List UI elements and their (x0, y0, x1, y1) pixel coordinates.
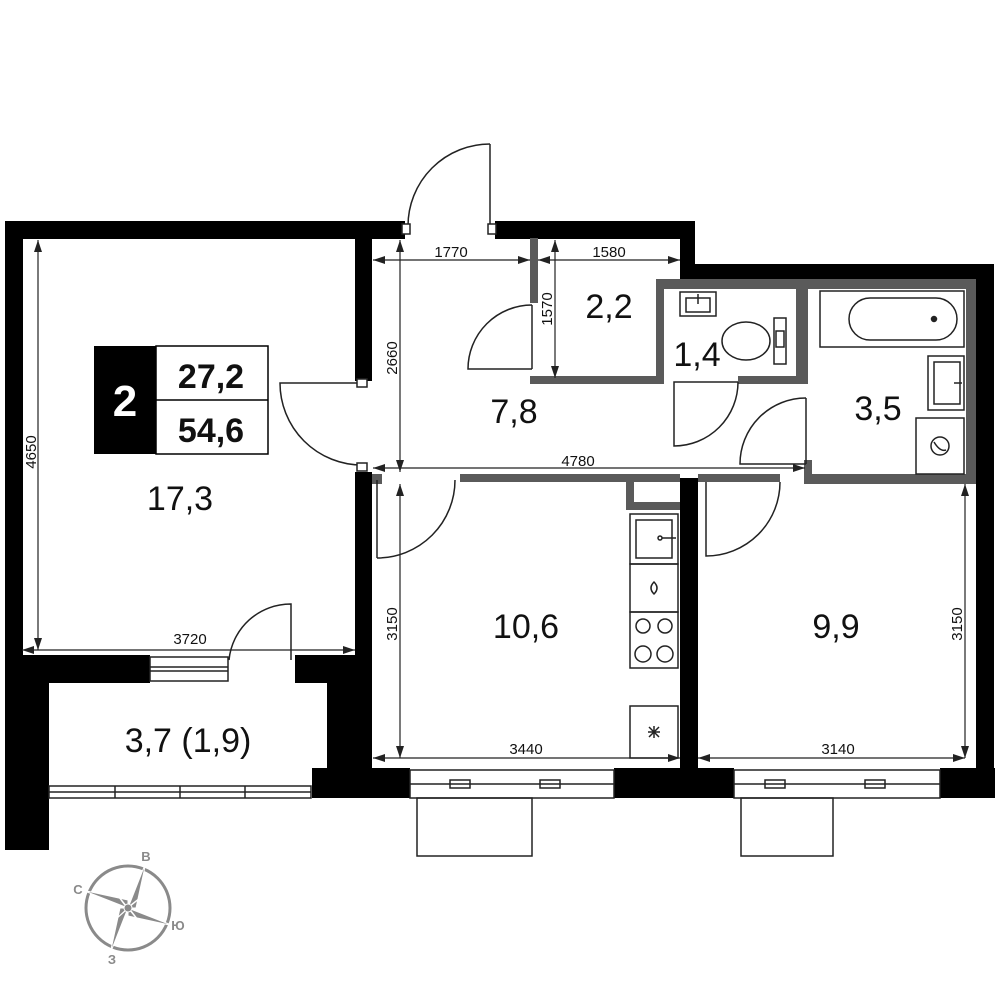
bath-sink (927, 355, 965, 411)
badge-room-count: 2 (113, 377, 137, 426)
dim-bedroom-height: 3150 (949, 607, 966, 640)
room-area-loggia: 3,7 (1,9) (125, 722, 252, 760)
compass-letter-east: В (141, 849, 150, 864)
doors (228, 143, 807, 661)
room-area-bathroom: 3,5 (854, 390, 901, 428)
dim-storage-width: 1580 (592, 244, 625, 261)
exterior-walls (5, 221, 995, 850)
dim-hall-height: 2660 (384, 341, 401, 374)
room-area-storage: 2,2 (585, 288, 632, 326)
windows (48, 656, 941, 857)
bathtub (819, 290, 965, 348)
dim-storage-height: 1570 (539, 292, 556, 325)
room-area-bedroom: 9,9 (812, 608, 859, 646)
room-area-wc: 1,4 (673, 336, 720, 374)
compass-letter-south: Ю (171, 918, 184, 933)
wc-sink (679, 291, 717, 317)
kitchen-stove (629, 611, 679, 669)
kitchen-fridge (629, 705, 679, 759)
dim-bedroom-width: 3140 (821, 741, 854, 758)
dim-hall-width-left: 1770 (434, 244, 467, 261)
compass-letter-west: З (108, 952, 116, 967)
kitchen-counter (629, 563, 679, 613)
area-badge: 2 27,2 54,6 (94, 345, 269, 455)
room-area-kitchen: 10,6 (493, 608, 559, 646)
washing-machine (915, 417, 965, 475)
room-area-living-large: 17,3 (147, 480, 213, 518)
dim-living-height: 4650 (23, 435, 40, 468)
interior-partitions (372, 238, 976, 510)
dimension-lines (22, 240, 969, 762)
compass-letter-north: С (73, 882, 83, 897)
badge-total-area: 54,6 (178, 412, 244, 450)
compass: С В Ю З (73, 849, 184, 967)
compass-rose-icon (81, 861, 175, 955)
dim-kitchen-height: 3150 (384, 607, 401, 640)
room-area-hall: 7,8 (490, 393, 537, 431)
badge-living-area: 27,2 (178, 358, 244, 396)
dim-corridor-length: 4780 (561, 453, 594, 470)
dim-living-width: 3720 (173, 631, 206, 648)
dim-kitchen-width: 3440 (509, 741, 542, 758)
wc-toilet (721, 317, 787, 365)
kitchen-sink (629, 513, 679, 565)
